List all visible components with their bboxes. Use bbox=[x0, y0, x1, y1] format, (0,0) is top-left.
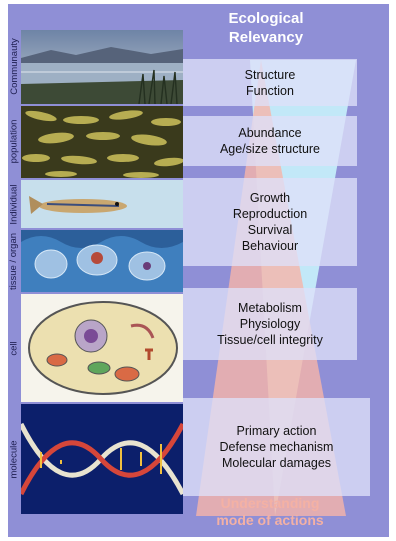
box-item: Reproduction bbox=[233, 206, 307, 222]
individual-box: Growth Reproduction Survival Behaviour bbox=[183, 178, 357, 266]
title-line: mode of actions bbox=[186, 512, 354, 529]
box-item: Metabolism bbox=[238, 300, 302, 316]
box-item: Primary action bbox=[237, 423, 317, 439]
box-item: Structure bbox=[245, 67, 296, 83]
title-line: Relevancy bbox=[186, 28, 346, 47]
population-box: Abundance Age/size structure bbox=[183, 116, 357, 166]
box-item: Growth bbox=[250, 190, 290, 206]
mode-of-action-title: Understanding mode of actions bbox=[186, 495, 354, 529]
box-item: Molecular damages bbox=[222, 455, 331, 471]
title-line: Ecological bbox=[186, 9, 346, 28]
cell-box: Metabolism Physiology Tissue/cell integr… bbox=[183, 288, 357, 360]
box-item: Defense mechanism bbox=[220, 439, 334, 455]
box-item: Physiology bbox=[240, 316, 300, 332]
box-item: Tissue/cell integrity bbox=[217, 332, 323, 348]
molecule-box: Primary action Defense mechanism Molecul… bbox=[183, 398, 370, 496]
box-item: Survival bbox=[248, 222, 292, 238]
box-item: Function bbox=[246, 83, 294, 99]
title-line: Understanding bbox=[186, 495, 354, 512]
community-box: Structure Function bbox=[183, 59, 357, 106]
ecological-relevancy-title: Ecological Relevancy bbox=[186, 9, 346, 47]
box-item: Behaviour bbox=[242, 238, 298, 254]
box-item: Age/size structure bbox=[220, 141, 320, 157]
box-item: Abundance bbox=[238, 125, 301, 141]
